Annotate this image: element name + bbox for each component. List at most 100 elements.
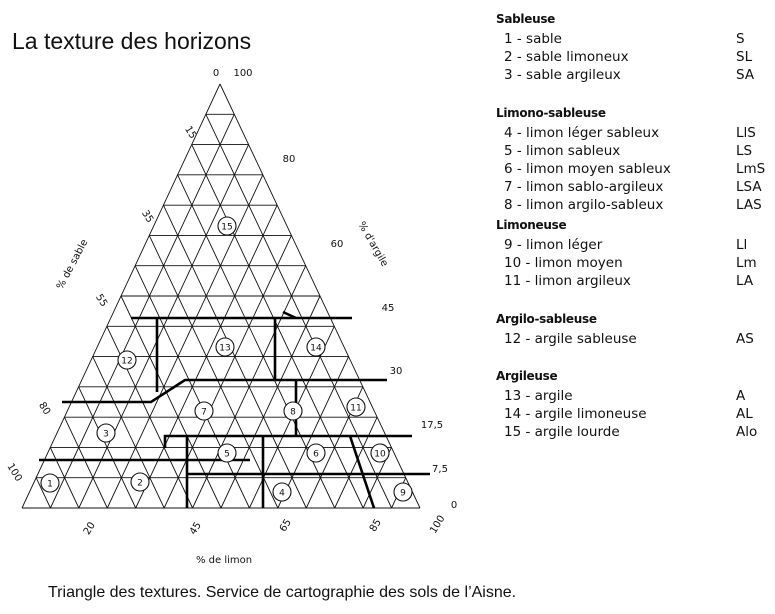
class-boundary: [62, 378, 387, 404]
zone-circle: [306, 443, 326, 463]
zone-circle: [40, 473, 60, 493]
axis-tick-label: 65: [278, 517, 294, 534]
grid-line: [205, 114, 392, 509]
axis-tick-label: 100: [428, 514, 447, 536]
axis-tick-label: 0: [213, 68, 219, 79]
zone-number: 3: [103, 430, 109, 440]
legend-item-abbr: LAS: [736, 197, 762, 213]
axis-tick-label: 100: [233, 68, 252, 79]
zone-circle: [370, 443, 390, 463]
axis-title-limon: % de limon: [196, 555, 252, 566]
class-boundary: [163, 434, 412, 448]
legend-item: 1 - sable S: [496, 30, 771, 48]
grid-line: [92, 356, 165, 509]
zone-circle: [130, 472, 150, 492]
legend-group: Limono-sableuse 4 - limon léger sableux Ll…: [496, 106, 771, 214]
grid-line: [163, 235, 292, 509]
legend-item-label: 9 - limon léger: [504, 237, 603, 253]
axis-tick-label: 85: [368, 517, 384, 534]
legend-item-abbr: AS: [736, 331, 754, 347]
zone-number: 1: [47, 480, 53, 490]
legend-group: Argilo-sableuse 12 - argile sableuse AS: [496, 312, 771, 348]
class-boundary: [348, 435, 376, 509]
zone-number: 15: [221, 223, 232, 233]
zone-circle: [272, 482, 292, 502]
zone-circle: [393, 482, 413, 502]
legend-item: 8 - limon argilo-sableux LAS: [496, 196, 771, 214]
page-title: La texture des horizons: [12, 28, 252, 54]
legend-item-abbr: LA: [736, 273, 754, 289]
legend-item-label: 10 - limon moyen: [504, 255, 623, 271]
grid-line: [50, 114, 235, 509]
legend-item-label: 8 - limon argilo-sableux: [504, 197, 664, 213]
legend-group-title: Sableuse: [496, 12, 556, 26]
axis-tick-label: 60: [331, 239, 344, 250]
zone-number: 2: [137, 479, 143, 489]
zone-circle: [215, 337, 235, 357]
zone-circle: [117, 350, 137, 370]
axis-tick-label: 100: [4, 462, 23, 484]
legend-group-title: Argileuse: [496, 369, 558, 383]
legend-item: 10 - limon moyen Lm: [496, 254, 771, 272]
legend-item: 5 - limon sableux LS: [496, 142, 771, 160]
axis-tick-label: 7,5: [432, 464, 448, 475]
triangle-grid: [21, 83, 421, 509]
legend-item-label: 5 - limon sableux: [504, 143, 621, 159]
axis-tick-label: 30: [390, 366, 403, 377]
legend-item: 4 - limon léger sableux LlS: [496, 124, 771, 142]
zone-number: 12: [121, 357, 132, 367]
zone-circle: [217, 443, 237, 463]
legend-item-abbr: A: [736, 388, 746, 404]
figure-caption: Triangle des textures. Service de cartog…: [48, 584, 517, 601]
grid-line: [334, 416, 378, 509]
legend-item-abbr: SL: [736, 49, 753, 65]
legend-item-label: 12 - argile sableuse: [504, 331, 637, 347]
legend-item-abbr: LmS: [736, 161, 766, 177]
legend-item-label: 4 - limon léger sableux: [504, 125, 660, 141]
legend-group-title: Limono-sableuse: [496, 106, 606, 120]
zone-number: 14: [310, 344, 322, 354]
legend-item: 14 - argile limoneuse AL: [496, 405, 771, 423]
legend-item: 12 - argile sableuse AS: [496, 330, 771, 348]
legend-group-title: Argilo-sableuse: [496, 312, 597, 326]
grid-line: [220, 295, 321, 509]
axis-tick-label: 0: [451, 500, 457, 511]
legend-item-label: 14 - argile limoneuse: [504, 406, 647, 422]
zone-number: 11: [350, 404, 361, 414]
legend-item-label: 1 - sable: [504, 31, 562, 47]
zone-circle: [96, 423, 116, 443]
zone-number: 6: [313, 450, 319, 460]
axis-tick-label: 45: [382, 303, 395, 314]
legend-item-abbr: LSA: [736, 179, 762, 195]
axis-tick-label: 55: [93, 292, 109, 309]
zone-number: 13: [219, 344, 230, 354]
legend-item-abbr: LS: [736, 143, 753, 159]
zone-number: 9: [400, 489, 406, 499]
legend-item-label: 3 - sable argileux: [504, 67, 621, 83]
zone-circle: [306, 337, 326, 357]
axis-tick-label: 35: [139, 208, 155, 225]
legend-item-abbr: LlS: [736, 125, 756, 141]
zone-number: 5: [224, 450, 230, 460]
grid-line: [35, 477, 51, 509]
zone-circle: [217, 216, 237, 236]
legend-item-abbr: SA: [736, 67, 755, 83]
legend-item-abbr: S: [736, 31, 745, 47]
zone-circle: [346, 397, 366, 417]
zone-number: 7: [201, 408, 207, 418]
legend-item-abbr: AL: [736, 406, 753, 422]
legend-item-abbr: Lm: [736, 255, 757, 271]
axis-title-argile: % d'argile: [355, 220, 389, 269]
